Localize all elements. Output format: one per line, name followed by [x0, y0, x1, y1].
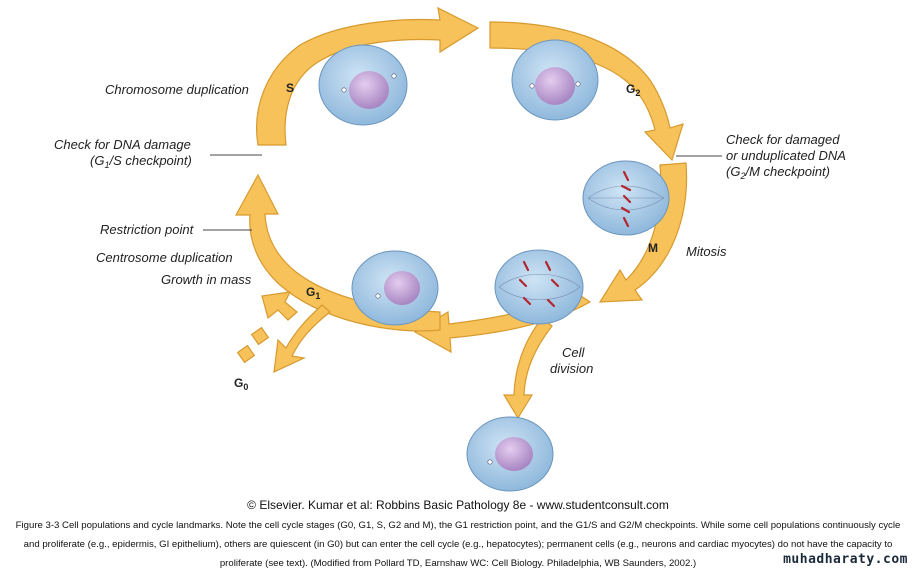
label-check-dna-damage: Check for DNA damage	[54, 137, 191, 152]
figure-caption: Figure 3-3 Cell populations and cycle la…	[15, 520, 901, 569]
label-cell: Cell	[562, 345, 586, 360]
cell-cycle-diagram: S G2 M G1 G0 Chromosome duplication Chec…	[54, 6, 846, 492]
label-unduplicated-dna: or unduplicated DNA	[726, 148, 846, 163]
s-phase-arrow	[256, 6, 480, 146]
cell-daughter	[466, 416, 554, 492]
copyright-credit: © Elsevier. Kumar et al: Robbins Basic P…	[247, 498, 669, 512]
label-g1s-checkpoint: (G1/S checkpoint)	[90, 153, 192, 170]
label-division: division	[550, 361, 593, 376]
phase-label-m: M	[648, 241, 658, 255]
cell-g1-phase	[351, 250, 439, 326]
g0-return-dash	[236, 344, 256, 364]
daughter-arrow	[502, 317, 553, 420]
phase-label-g0: G0	[234, 376, 248, 392]
label-g2m-checkpoint: (G2/M checkpoint)	[726, 164, 830, 181]
cell-metaphase	[582, 160, 670, 236]
cell-s-phase	[318, 44, 408, 126]
watermark-logo: muhadharaty.com	[783, 552, 908, 567]
cell-anaphase	[494, 249, 584, 325]
phase-label-g2: G2	[626, 82, 640, 98]
cell-g2-phase	[511, 39, 599, 121]
label-growth-in-mass: Growth in mass	[161, 272, 252, 287]
label-check-damaged: Check for damaged	[726, 132, 840, 147]
label-centrosome-duplication: Centrosome duplication	[96, 250, 233, 265]
phase-label-g1: G1	[306, 285, 320, 301]
g0-arrow	[273, 304, 331, 374]
label-mitosis: Mitosis	[686, 244, 727, 259]
g0-return-arrowhead	[261, 291, 298, 321]
label-restriction-point: Restriction point	[100, 222, 195, 237]
label-chromosome-duplication: Chromosome duplication	[105, 82, 249, 97]
phase-label-s: S	[286, 81, 294, 95]
g0-return-dash	[250, 326, 270, 346]
